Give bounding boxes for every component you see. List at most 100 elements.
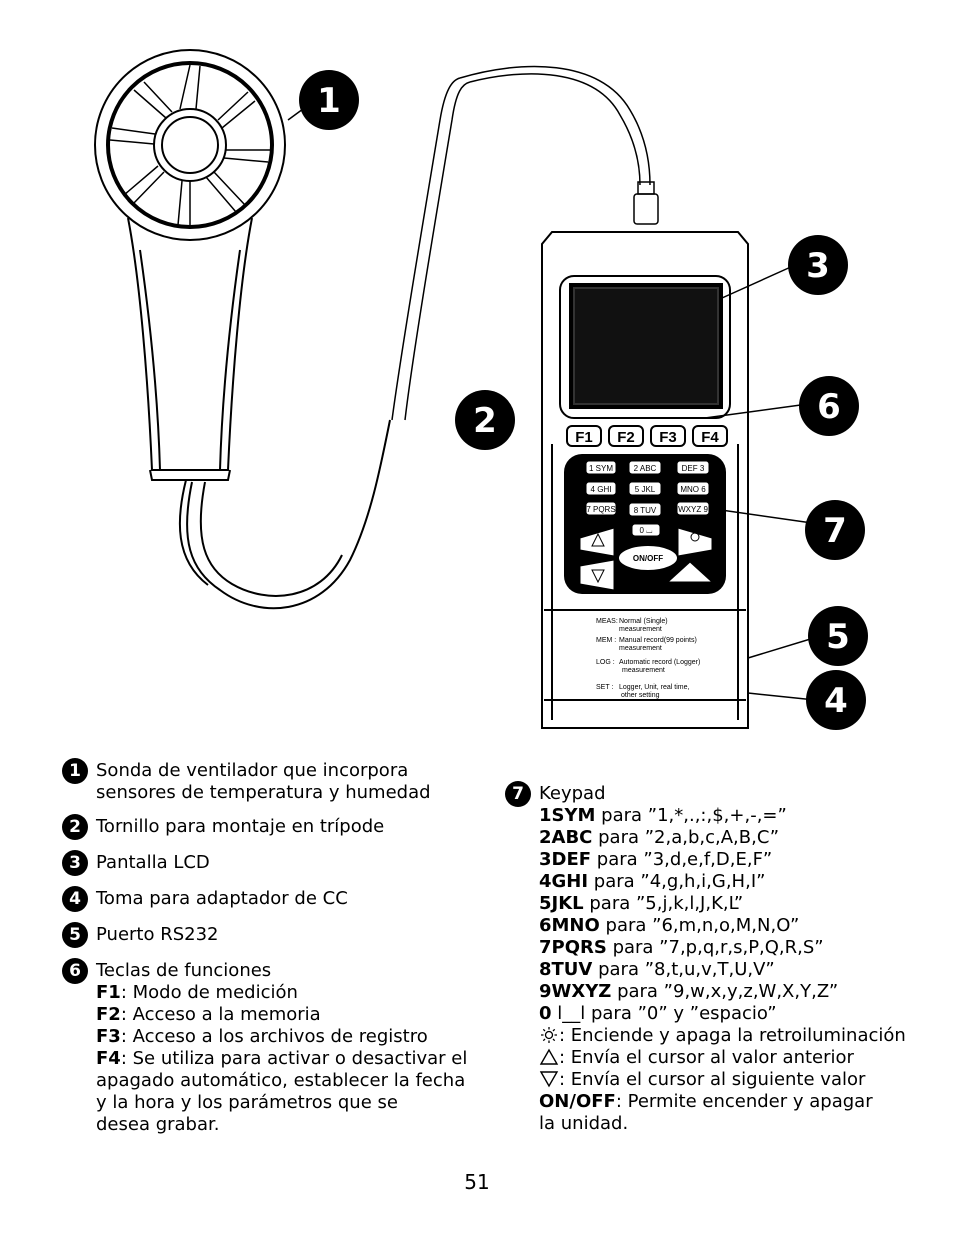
- svg-text:7 PQRS: 7 PQRS: [586, 505, 615, 514]
- key-backlight[interactable]: [677, 527, 713, 557]
- item-7-title: Keypad: [539, 783, 606, 804]
- key-up[interactable]: [579, 527, 615, 557]
- key-name: 6MNO: [539, 915, 600, 936]
- svg-text:ON/OFF: ON/OFF: [633, 554, 663, 563]
- svg-text:F4: F4: [701, 429, 719, 446]
- svg-text:1: 1: [317, 81, 341, 121]
- onoff-desc-line-2: la unidad.: [539, 1113, 629, 1134]
- onoff-button[interactable]: [617, 544, 679, 572]
- number-badge: 7: [505, 781, 531, 807]
- number-badge: 4: [62, 886, 88, 912]
- onoff-desc: : Permite encender y apagar: [615, 1091, 873, 1112]
- svg-text:MEAS:: MEAS:: [596, 618, 618, 625]
- f4-desc-line-3: y la hora y los parámetros que se: [96, 1092, 398, 1113]
- key-desc: para ”5,j,k,l,J,K,L”: [583, 893, 744, 914]
- key-2abc[interactable]: [628, 460, 662, 475]
- key-desc: para ”2,a,b,c,A,B,C”: [592, 827, 780, 848]
- f3-desc: : Acceso a los archivos de registro: [120, 1026, 428, 1047]
- f4-desc-line-4: desea grabar.: [96, 1114, 220, 1135]
- item-2: 2 Tornillo para montaje en trípode: [62, 814, 482, 840]
- svg-text:F2: F2: [617, 429, 635, 446]
- svg-text:F3: F3: [659, 429, 677, 446]
- page-number: 51: [464, 1170, 490, 1194]
- svg-text:MEM :: MEM :: [596, 637, 616, 644]
- key-name: 2ABC: [539, 827, 593, 848]
- svg-text:Normal (Single): Normal (Single): [619, 618, 668, 625]
- key-desc: para ”3,d,e,f,D,E,F”: [591, 849, 773, 870]
- f4-label: F4: [96, 1048, 121, 1069]
- f4-desc-line-2: apagado automático, establecer la fecha: [96, 1070, 466, 1091]
- key-name: 7PQRS: [539, 937, 607, 958]
- key-desc: para ”8,t,u,v,T,U,V”: [592, 959, 775, 980]
- svg-text:WXYZ 9: WXYZ 9: [678, 505, 708, 514]
- svg-text:6: 6: [817, 387, 841, 427]
- f1-key[interactable]: F1: [566, 425, 602, 447]
- key-desc: para ”4,g,h,i,G,H,I”: [588, 871, 766, 892]
- item-4: 4 Toma para adaptador de CC: [62, 886, 482, 912]
- item-1: 1 Sonda de ventilador que incorpora sens…: [62, 758, 482, 804]
- key-name: 3DEF: [539, 849, 592, 870]
- item-3-text: Pantalla LCD: [96, 852, 210, 873]
- callout-3: 3: [788, 235, 848, 295]
- key-0-space[interactable]: [631, 523, 661, 537]
- svg-text:3: 3: [806, 246, 830, 286]
- number-badge: 2: [62, 814, 88, 840]
- key-9wxyz[interactable]: [676, 501, 710, 516]
- callout-1: 1: [299, 70, 359, 130]
- svg-text:1 SYM: 1 SYM: [589, 464, 613, 473]
- svg-text:5: 5: [826, 617, 850, 657]
- key-5jkl[interactable]: [628, 481, 662, 496]
- key-name: 5JKL: [539, 893, 584, 914]
- item-6-title: Teclas de funciones: [96, 960, 272, 981]
- item-6: 6 Teclas de funciones F1: Modo de medici…: [62, 958, 482, 1136]
- svg-text:other setting: other setting: [621, 692, 660, 699]
- f2-key[interactable]: F2: [608, 425, 644, 447]
- down-desc: : Envía el cursor al siguiente valor: [559, 1069, 866, 1090]
- meter-body: [541, 231, 749, 729]
- svg-text:SET :: SET :: [596, 684, 613, 691]
- f3-key[interactable]: F3: [650, 425, 686, 447]
- key-desc: para ”7,p,q,r,s,P,Q,R,S”: [606, 937, 824, 958]
- f1-desc: : Modo de medición: [120, 982, 298, 1003]
- key-desc: para ”6,m,n,o,M,N,O”: [599, 915, 800, 936]
- triangle-up-icon: [539, 1048, 559, 1065]
- callout-5: 5: [808, 606, 868, 666]
- key-8tuv[interactable]: [628, 502, 662, 517]
- f2-label: F2: [96, 1004, 121, 1025]
- svg-text:Manual record(99 points): Manual record(99 points): [619, 637, 697, 644]
- f1-label: F1: [96, 982, 121, 1003]
- backlight-desc: : Enciende y apaga la retroiluminación: [559, 1025, 906, 1046]
- svg-text:4: 4: [824, 681, 848, 721]
- svg-text:DEF 3: DEF 3: [682, 464, 705, 473]
- key-down[interactable]: [579, 559, 615, 591]
- key-7pqrs[interactable]: [585, 501, 617, 516]
- key-name: 4GHI: [539, 871, 589, 892]
- svg-text:Logger, Unit, real time,: Logger, Unit, real time,: [619, 684, 689, 691]
- svg-text:4 GHI: 4 GHI: [591, 485, 612, 494]
- key-desc: para ”1,*,.,:,$,+,-,=”: [595, 805, 787, 826]
- key-1sym[interactable]: [585, 460, 617, 475]
- meter-legend: MEAS: Normal (Single) measurement MEM : …: [596, 618, 700, 699]
- svg-text:Automatic record (Logger): Automatic record (Logger): [619, 659, 700, 666]
- f4-key[interactable]: F4: [692, 425, 728, 447]
- key-4ghi[interactable]: [585, 481, 617, 496]
- onoff-label: ON/OFF: [539, 1091, 616, 1112]
- svg-text:2: 2: [473, 401, 497, 441]
- svg-text:measurement: measurement: [619, 645, 662, 652]
- f2-desc: : Acceso a la memoria: [120, 1004, 321, 1025]
- probe-cable: [186, 419, 391, 610]
- item-5-text: Puerto RS232: [96, 924, 219, 945]
- key-3def[interactable]: [676, 460, 710, 475]
- svg-text:8 TUV: 8 TUV: [634, 506, 657, 515]
- backlight-icon: [541, 1027, 557, 1043]
- key-name: 8TUV: [539, 959, 593, 980]
- number-badge: 6: [62, 958, 88, 984]
- svg-text:MNO 6: MNO 6: [680, 485, 706, 494]
- key-right-arrow[interactable]: [666, 561, 714, 583]
- function-keys: F1 F2 F3 F4: [566, 425, 728, 447]
- key-name: 1SYM: [539, 805, 596, 826]
- key-desc: para ”9,w,x,y,z,W,X,Y,Z”: [611, 981, 839, 1002]
- svg-text:F1: F1: [575, 429, 593, 446]
- key-6mno[interactable]: [676, 481, 710, 496]
- fan-probe: [94, 49, 286, 586]
